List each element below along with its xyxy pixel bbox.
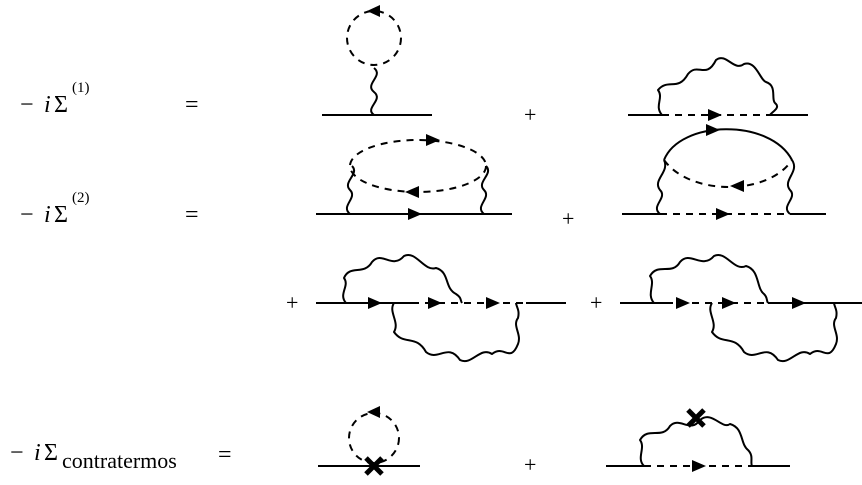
arrow-icon-top xyxy=(706,124,720,136)
plus-sign-4: + xyxy=(590,290,602,315)
subscript-label: contratermos xyxy=(62,448,177,473)
minus-sign: − xyxy=(10,440,24,466)
i-symbol: i xyxy=(44,92,51,118)
cross-icon xyxy=(364,456,384,476)
plus-sign-3: + xyxy=(286,290,298,315)
sigma-symbol: Σ xyxy=(44,440,58,466)
photon-arc xyxy=(657,57,779,116)
diagram-crossed-two-wavy-line xyxy=(316,253,566,363)
plus-sign-2: + xyxy=(562,206,574,231)
plus-sign-5: + xyxy=(524,452,536,477)
diagram-counterterm-tadpole xyxy=(318,406,420,476)
photon-left xyxy=(655,159,667,215)
minus-sign: − xyxy=(20,92,34,118)
lhs-sigma-2: − i Σ (2) xyxy=(20,190,90,228)
photon-right xyxy=(785,159,795,215)
arrow-icon xyxy=(408,208,422,220)
i-symbol: i xyxy=(34,440,41,466)
photon-arc xyxy=(639,416,753,467)
diagram-wavy-scalar-bubble xyxy=(316,134,512,220)
photon-line xyxy=(370,67,378,116)
arrow-icon-2 xyxy=(428,297,442,309)
sigma-symbol: Σ xyxy=(54,92,68,118)
diagram-counterterm-rainbow xyxy=(606,408,790,472)
cross-icon xyxy=(686,408,706,428)
lhs-sigma-1: − i Σ (1) xyxy=(20,80,90,118)
photon-lower xyxy=(391,302,520,363)
plus-sign-1: + xyxy=(524,102,536,127)
photon-upper xyxy=(342,253,463,304)
photon-lower xyxy=(709,302,838,363)
equals-sign-3: = xyxy=(218,442,232,468)
scalar-bubble xyxy=(349,139,487,193)
photon-upper xyxy=(649,253,769,304)
arrow-icon-1 xyxy=(676,297,690,309)
arrow-icon-2 xyxy=(722,297,736,309)
arrow-icon-bottom xyxy=(405,186,419,198)
diagram-tadpole-scalar-loop xyxy=(322,5,432,116)
arrow-icon xyxy=(716,208,730,220)
scalar-loop xyxy=(346,10,402,66)
arrow-icon xyxy=(692,460,706,472)
minus-sign: − xyxy=(20,202,34,228)
arrow-icon xyxy=(367,406,380,418)
diagram-crossed-two-wavy-line-b xyxy=(620,253,862,363)
photon-right xyxy=(479,165,489,215)
scalar-arc xyxy=(663,159,793,188)
arrow-icon-1 xyxy=(368,297,382,309)
diagram-rainbow-wavy-dashed xyxy=(628,57,808,121)
arrow-icon xyxy=(708,109,722,121)
fermion-arc xyxy=(663,128,793,161)
sigma-symbol: Σ xyxy=(54,202,68,228)
order-superscript: (2) xyxy=(72,190,90,206)
equals-sign-2: = xyxy=(185,202,199,228)
scalar-loop xyxy=(348,412,400,464)
i-symbol: i xyxy=(44,202,51,228)
arrow-icon-bottom xyxy=(730,180,744,192)
arrow-icon xyxy=(367,5,380,17)
arrow-icon-3 xyxy=(486,297,500,309)
diagram-wavy-fermion-scalar-bubble xyxy=(622,124,826,220)
lhs-sigma-counter: − i Σ contratermos xyxy=(10,440,177,473)
order-superscript: (1) xyxy=(72,80,90,96)
arrow-icon-3 xyxy=(792,297,806,309)
equals-sign-1: = xyxy=(185,92,199,118)
arrow-icon-top xyxy=(426,134,440,146)
